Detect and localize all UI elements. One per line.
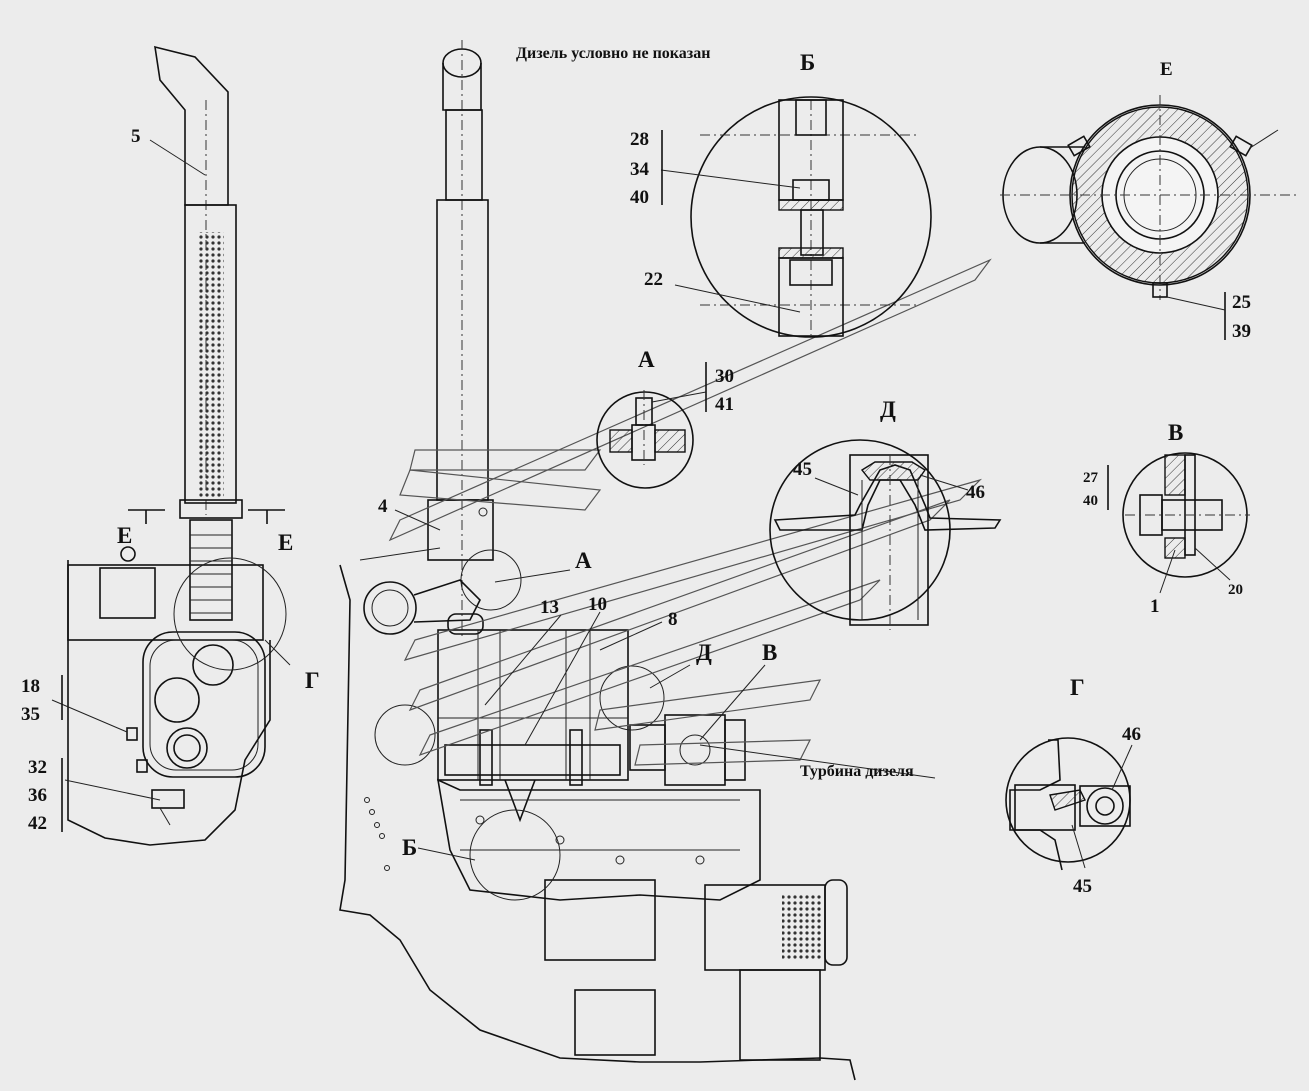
view-label-a-detail: А — [638, 347, 655, 372]
part-40-b: 40 — [630, 187, 649, 208]
view-label-e-top: Е — [1160, 59, 1173, 80]
detail-v — [1107, 452, 1250, 594]
part-22: 22 — [644, 269, 663, 290]
detail-a — [596, 362, 707, 489]
part-45-g: 45 — [1073, 876, 1092, 897]
part-41: 41 — [715, 394, 734, 415]
view-label-v-detail: В — [1168, 420, 1183, 445]
part-5: 5 — [131, 126, 141, 147]
view-label-d-center: Д — [696, 640, 712, 665]
detail-b-callout — [469, 809, 561, 901]
center-main-view — [339, 40, 856, 1081]
part-40-v: 40 — [1083, 493, 1098, 509]
part-18: 18 — [21, 676, 40, 697]
part-4: 4 — [378, 496, 388, 517]
detail-a-callout — [460, 549, 522, 611]
part-25: 25 — [1232, 292, 1251, 313]
view-label-v-center: В — [762, 640, 777, 665]
part-28: 28 — [630, 129, 649, 150]
part-45-d: 45 — [793, 459, 812, 480]
view-label-a-center: А — [575, 548, 592, 573]
part-35: 35 — [21, 704, 40, 725]
note-turbine: Турбина дизеля — [800, 763, 914, 780]
part-10: 10 — [588, 594, 607, 615]
projection-frames — [388, 258, 992, 766]
note-engine-not-shown: Дизель условно не показан — [516, 45, 710, 62]
view-label-g-detail: Г — [1070, 675, 1085, 700]
part-8: 8 — [668, 609, 678, 630]
leaders — [51, 139, 936, 861]
part-46-d: 46 — [966, 482, 985, 503]
part-27: 27 — [1083, 470, 1099, 486]
mesh-section — [199, 232, 224, 497]
part-42: 42 — [28, 813, 47, 834]
view-label-b-center: Б — [402, 835, 417, 860]
detail-e — [1000, 95, 1300, 340]
view-label-b-top: Б — [800, 50, 815, 75]
detail-b — [660, 96, 932, 338]
left-side-view — [67, 45, 287, 846]
detail-g-callout — [173, 557, 287, 671]
part-39: 39 — [1232, 321, 1251, 342]
part-32: 32 — [28, 757, 47, 778]
part-30: 30 — [715, 366, 734, 387]
part-46-g: 46 — [1122, 724, 1141, 745]
view-label-g-left: Г — [305, 668, 320, 693]
part-34: 34 — [630, 159, 650, 180]
detail-d-callout — [599, 665, 665, 731]
part-13: 13 — [540, 597, 559, 618]
part-36: 36 — [28, 785, 47, 806]
part-1: 1 — [1150, 596, 1160, 617]
view-label-e-right: Е — [278, 530, 293, 555]
detail-g — [1005, 737, 1133, 871]
view-label-e-left: Е — [117, 523, 132, 548]
bellows — [189, 519, 233, 621]
view-label-d-detail: Д — [880, 397, 896, 422]
part-20: 20 — [1228, 582, 1243, 598]
detail-d — [769, 439, 1002, 630]
